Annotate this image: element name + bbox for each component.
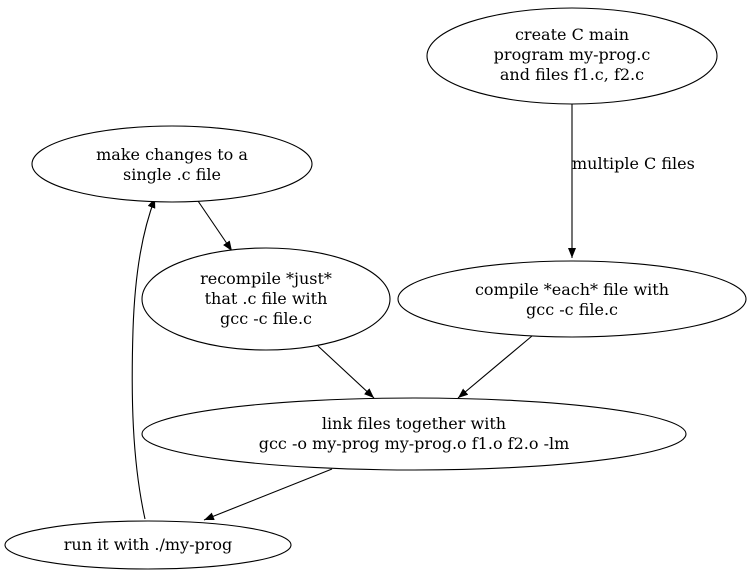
edge-make-changes-to-recompile — [197, 200, 233, 252]
node-make-changes: make changes to a single .c file — [31, 125, 313, 203]
node-link-line-1: link files together with — [322, 414, 506, 433]
node-link-line-2: gcc -o my-prog my-prog.o f1.o f2.o -lm — [259, 434, 570, 453]
node-compile-each-line-2: gcc -c file.c — [526, 300, 618, 319]
node-recompile: recompile *just* that .c file with gcc -… — [141, 247, 391, 351]
node-link: link files together with gcc -o my-prog … — [141, 397, 687, 471]
node-compile-each: compile *each* file with gcc -c file.c — [397, 260, 747, 338]
edge-compile-each-to-link — [457, 335, 533, 399]
edge-create-to-compile-each: multiple C files — [568, 104, 695, 258]
node-recompile-line-2: that .c file with — [205, 289, 328, 308]
edge-link-to-run — [203, 468, 333, 521]
node-recompile-line-1: recompile *just* — [200, 269, 332, 288]
node-make-changes-line-1: make changes to a — [96, 145, 248, 164]
node-recompile-line-3: gcc -c file.c — [220, 309, 312, 328]
node-create-line-2: program my-prog.c — [494, 45, 651, 64]
edge-recompile-to-link — [317, 345, 375, 399]
node-make-changes-line-2: single .c file — [123, 165, 221, 184]
node-run-line-1: run it with ./my-prog — [64, 535, 232, 554]
node-compile-each-line-1: compile *each* file with — [475, 280, 669, 299]
edge-label-multiple-c-files: multiple C files — [572, 154, 695, 173]
node-run: run it with ./my-prog — [4, 520, 292, 570]
node-create-c-main: create C main program my-prog.c and file… — [426, 7, 718, 105]
node-create-line-3: and files f1.c, f2.c — [500, 65, 644, 84]
node-create-line-1: create C main — [515, 25, 629, 44]
edge-run-to-make-changes — [131, 197, 156, 520]
